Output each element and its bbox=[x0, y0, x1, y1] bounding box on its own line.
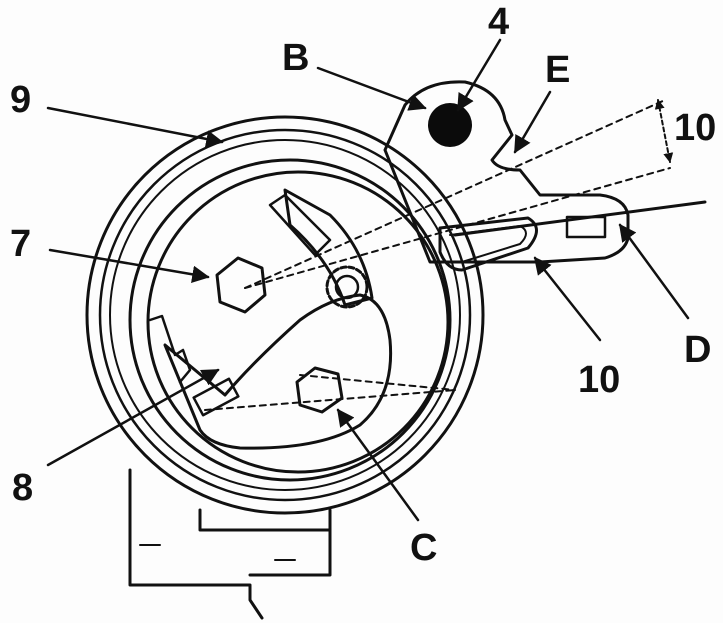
pulley-hub bbox=[146, 170, 450, 474]
label-D: D bbox=[684, 329, 711, 371]
arrow-B bbox=[316, 66, 427, 111]
reference-line bbox=[453, 200, 707, 237]
label-7: 7 bbox=[10, 223, 31, 265]
adjuster-bolt-icon bbox=[295, 366, 344, 414]
arrow-D bbox=[618, 223, 690, 320]
arrow-8 bbox=[46, 368, 220, 467]
label-C: C bbox=[410, 527, 437, 569]
leader-arrows bbox=[46, 38, 690, 522]
center-bolt-icon bbox=[215, 256, 267, 314]
adjuster-plate bbox=[148, 293, 393, 450]
label-8: 8 bbox=[12, 467, 33, 509]
arrow-10-bottom bbox=[533, 256, 602, 342]
lower-bracket bbox=[128, 468, 332, 620]
arrow-4 bbox=[456, 38, 502, 112]
callout-labels: 4 B E 9 10 7 D 10 8 C bbox=[10, 1, 716, 569]
pivot-bolt-icon bbox=[428, 103, 472, 147]
dimension-marker bbox=[654, 99, 674, 163]
label-10-top: 10 bbox=[674, 107, 716, 149]
label-9: 9 bbox=[10, 79, 31, 121]
gear-icon bbox=[325, 265, 369, 309]
dashed-reference-lines bbox=[204, 99, 671, 411]
arrow-E bbox=[513, 90, 552, 154]
label-10-bottom: 10 bbox=[578, 359, 620, 401]
upper-arm bbox=[268, 188, 374, 307]
pulley-rings bbox=[85, 115, 485, 515]
arrow-9 bbox=[46, 106, 224, 148]
label-E: E bbox=[545, 49, 570, 91]
label-4: 4 bbox=[488, 1, 509, 43]
arrow-7 bbox=[48, 248, 210, 283]
arrow-C bbox=[336, 408, 420, 522]
label-B: B bbox=[282, 37, 309, 79]
